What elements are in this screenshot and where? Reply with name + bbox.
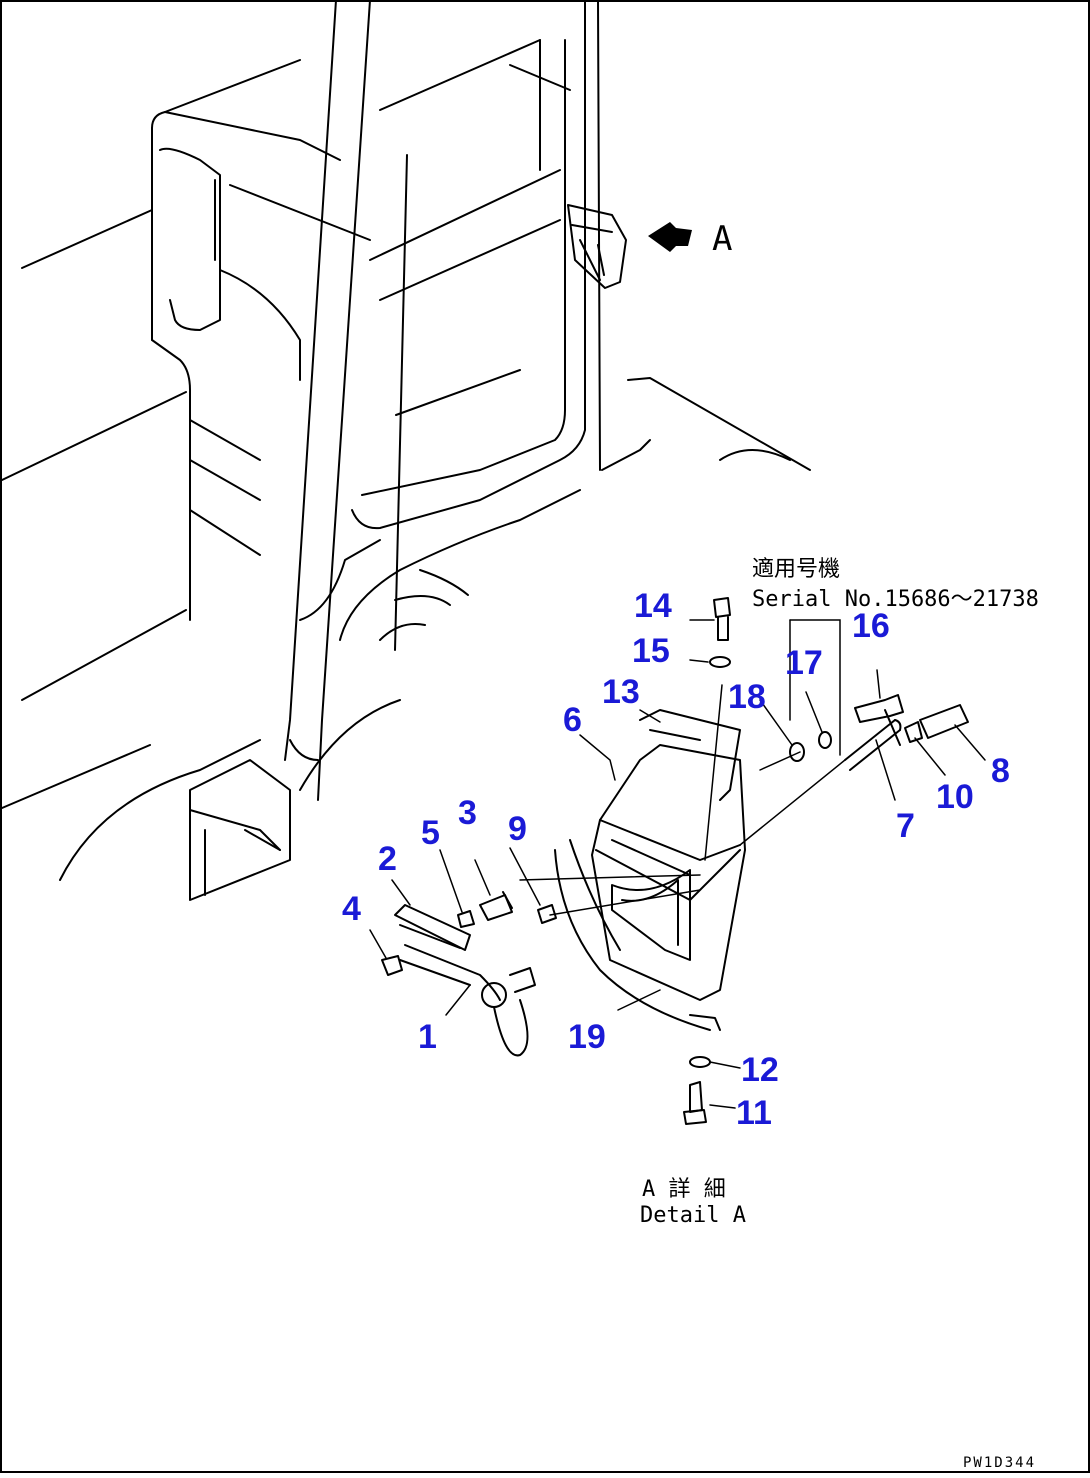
detail-caption-jp: A 詳 細 (642, 1177, 726, 1202)
part-labels: 1 2 3 4 5 6 7 8 9 10 11 12 13 14 15 16 1… (342, 587, 1010, 1132)
part-label-15: 15 (632, 632, 670, 670)
part-label-4: 4 (342, 890, 361, 928)
serial-note-en: Serial No.15686～21738 (752, 587, 1039, 612)
serial-note-jp: 適用号機 (752, 557, 840, 582)
part-label-11: 11 (736, 1094, 772, 1132)
part-label-1: 1 (418, 1018, 437, 1056)
part-label-2: 2 (378, 840, 397, 878)
mount-bracket-drawing (567, 204, 627, 289)
view-arrow-label: A (712, 219, 732, 259)
part-label-10: 10 (936, 778, 974, 816)
part-label-9: 9 (508, 810, 527, 848)
part-label-18: 18 (728, 678, 766, 716)
leader-lines (369, 619, 986, 1109)
part-label-17: 17 (785, 644, 823, 682)
detail-caption-en: Detail A (640, 1203, 746, 1228)
view-arrow-icon (648, 222, 692, 252)
part-label-16: 16 (852, 607, 890, 645)
part-label-13: 13 (602, 673, 640, 711)
cab-linework (1, 0, 811, 901)
detail-a-assembly (381, 597, 969, 1125)
part-label-8: 8 (991, 752, 1010, 790)
part-label-5: 5 (421, 814, 440, 852)
drawing-code: PW1D344 (963, 1455, 1036, 1471)
part-label-19: 19 (568, 1018, 606, 1056)
part-label-6: 6 (563, 701, 582, 739)
part-label-12: 12 (741, 1051, 779, 1089)
part-label-14: 14 (634, 587, 672, 625)
part-label-3: 3 (458, 794, 477, 832)
part-label-7: 7 (896, 807, 915, 845)
